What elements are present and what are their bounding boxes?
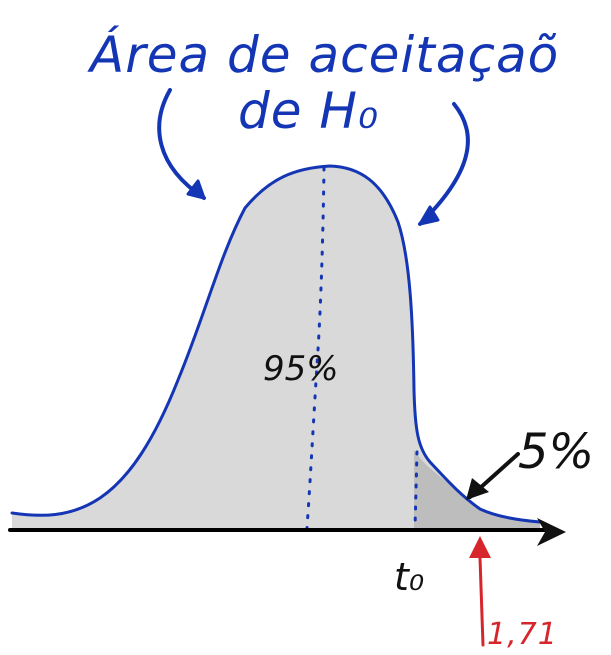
distribution-curve <box>10 164 542 524</box>
critical-value-pointer-line <box>478 556 485 647</box>
rejection-percentage-label: 5% <box>518 424 594 480</box>
critical-t0-label: t₀ <box>394 555 424 599</box>
right-curved-arrow-icon <box>418 102 470 226</box>
acceptance-area-fill <box>12 166 540 530</box>
diagram-title-line-2: de H₀ <box>238 82 379 140</box>
critical-dotted-line <box>413 450 419 530</box>
acceptance-percentage-label: 95% <box>263 349 339 389</box>
right-curved-arrowhead-icon <box>418 205 440 226</box>
center-dotted-line <box>305 166 326 530</box>
tail-pointer-arrowhead-icon <box>466 478 489 500</box>
left-curved-arrowhead-icon <box>186 179 206 200</box>
diagram-title-line-1: Área de aceitaçaõ <box>87 25 559 84</box>
critical-value-up-arrow-icon <box>469 536 491 558</box>
left-curved-arrow-icon <box>157 88 206 200</box>
critical-value-label: 1,71 <box>487 617 558 652</box>
axis-arrowhead-icon <box>537 518 566 546</box>
rejection-tail-fill <box>414 450 540 530</box>
